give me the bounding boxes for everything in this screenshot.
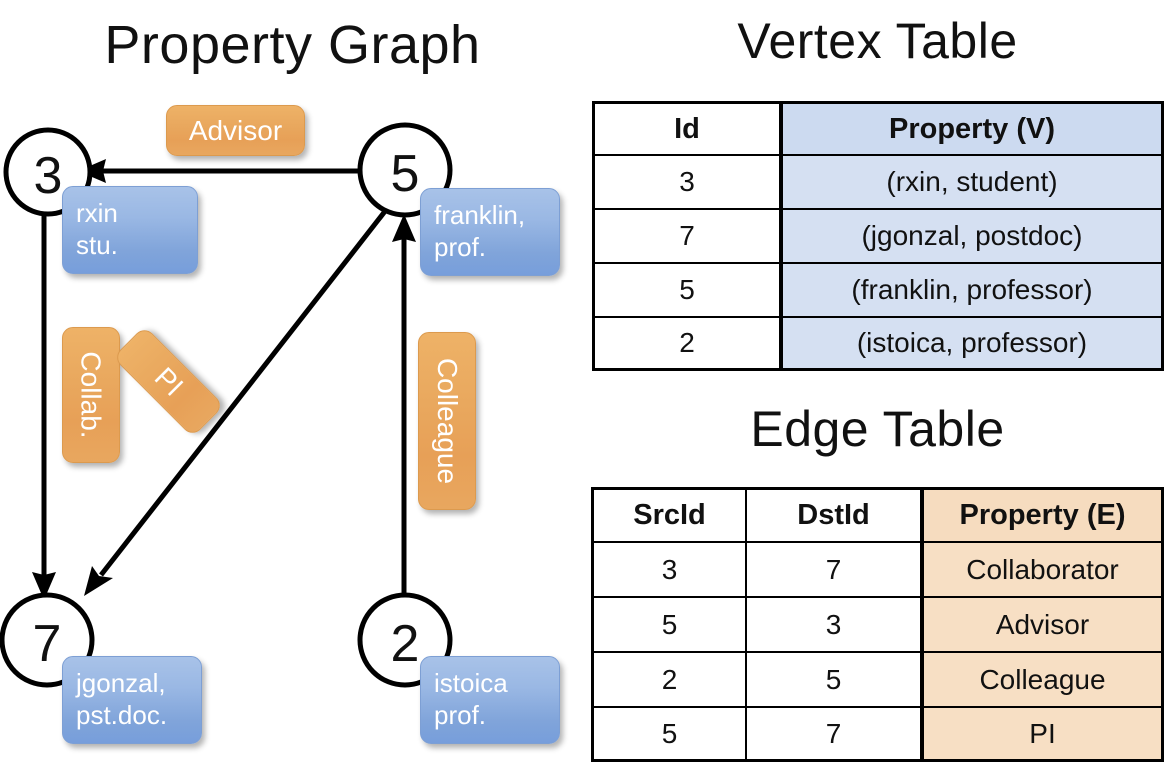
edge-row-3-property: PI [921,707,1164,762]
edge-row-3-dst: 7 [746,707,921,762]
vertex-row-3-property: (istoica, professor) [780,317,1164,371]
edge-pi [84,208,388,596]
table-row[interactable]: 5 7 PI [591,707,1164,762]
page-title-vertex-table: Vertex Table [737,13,1018,69]
edge-label-advisor[interactable]: Advisor [166,105,305,156]
vertex-property-3-line1: rxin [76,198,118,229]
graph-node-7-label: 7 [33,615,62,673]
vertex-property-2-line2: prof. [434,700,487,730]
graph-node-2-label: 2 [391,615,420,673]
graph-node-5-label: 5 [391,145,420,203]
page-title-property-graph: Property Graph [104,15,481,75]
table-row[interactable]: 3 (rxin, student) [592,155,1164,209]
vertex-row-0-id: 3 [592,155,780,209]
vertex-row-2-id: 5 [592,263,780,317]
edge-table-col-header-property: Property (E) [921,487,1164,542]
table-row[interactable]: 5 (franklin, professor) [592,263,1164,317]
table-row[interactable]: 5 3 Advisor [591,597,1164,652]
edge-colleague [392,214,416,596]
vertex-property-5-line2: prof. [434,232,487,262]
vertex-property-7-line1: jgonzal, [76,668,166,699]
table-row[interactable]: 3 7 Collaborator [591,542,1164,597]
property-graph-diagram: 3 5 7 2 Advisor Collab. PI Colleague rxi… [0,0,585,760]
vertex-row-2-property: (franklin, professor) [780,263,1164,317]
edge-row-0-src: 3 [591,542,746,597]
edge-collab [32,214,56,600]
edge-row-1-property: Advisor [921,597,1164,652]
edge-row-2-property: Colleague [921,652,1164,707]
vertex-table: Id Property (V) 3 (rxin, student) 7 (jgo… [592,101,1164,371]
vertex-property-7-line2: pst.doc. [76,700,168,730]
edge-label-colleague-text: Colleague [432,357,464,485]
vertex-property-2-line1: istoica [434,668,508,699]
vertex-property-box-5[interactable]: franklin, prof. [420,188,560,276]
edge-row-0-dst: 7 [746,542,921,597]
vertex-property-box-3[interactable]: rxin stu. [62,186,198,274]
vertex-table-col-header-property: Property (V) [780,101,1164,155]
page-title-edge-table: Edge Table [750,401,1005,457]
vertex-property-5-line1: franklin, [434,200,526,231]
edge-row-2-src: 2 [591,652,746,707]
edge-row-2-dst: 5 [746,652,921,707]
edge-table-col-header-dstid: DstId [746,487,921,542]
vertex-property-box-7[interactable]: jgonzal, pst.doc. [62,656,202,744]
edge-label-collab-text: Collab. [76,351,108,439]
vertex-table-col-header-id: Id [592,101,780,155]
table-row[interactable]: 2 (istoica, professor) [592,317,1164,371]
edge-label-pi-text: PI [148,360,190,402]
edge-row-1-src: 5 [591,597,746,652]
edge-table-header-row: SrcId DstId Property (E) [591,487,1164,542]
edge-row-0-property: Collaborator [921,542,1164,597]
graph-node-3-label: 3 [34,147,63,205]
vertex-row-3-id: 2 [592,317,780,371]
vertex-row-1-property: (jgonzal, postdoc) [780,209,1164,263]
vertex-table-header-row: Id Property (V) [592,101,1164,155]
edge-advisor [78,159,360,183]
edge-row-3-src: 5 [591,707,746,762]
vertex-row-0-property: (rxin, student) [780,155,1164,209]
edge-label-advisor-text: Advisor [188,114,283,146]
table-row[interactable]: 7 (jgonzal, postdoc) [592,209,1164,263]
vertex-row-1-id: 7 [592,209,780,263]
edge-label-collab[interactable]: Collab. [62,327,120,463]
vertex-property-3-line2: stu. [76,230,118,260]
edge-table-col-header-srcid: SrcId [591,487,746,542]
table-row[interactable]: 2 5 Colleague [591,652,1164,707]
edge-row-1-dst: 3 [746,597,921,652]
edge-label-colleague[interactable]: Colleague [418,332,476,510]
edge-table: SrcId DstId Property (E) 3 7 Collaborato… [591,487,1164,762]
vertex-property-box-2[interactable]: istoica prof. [420,656,560,744]
